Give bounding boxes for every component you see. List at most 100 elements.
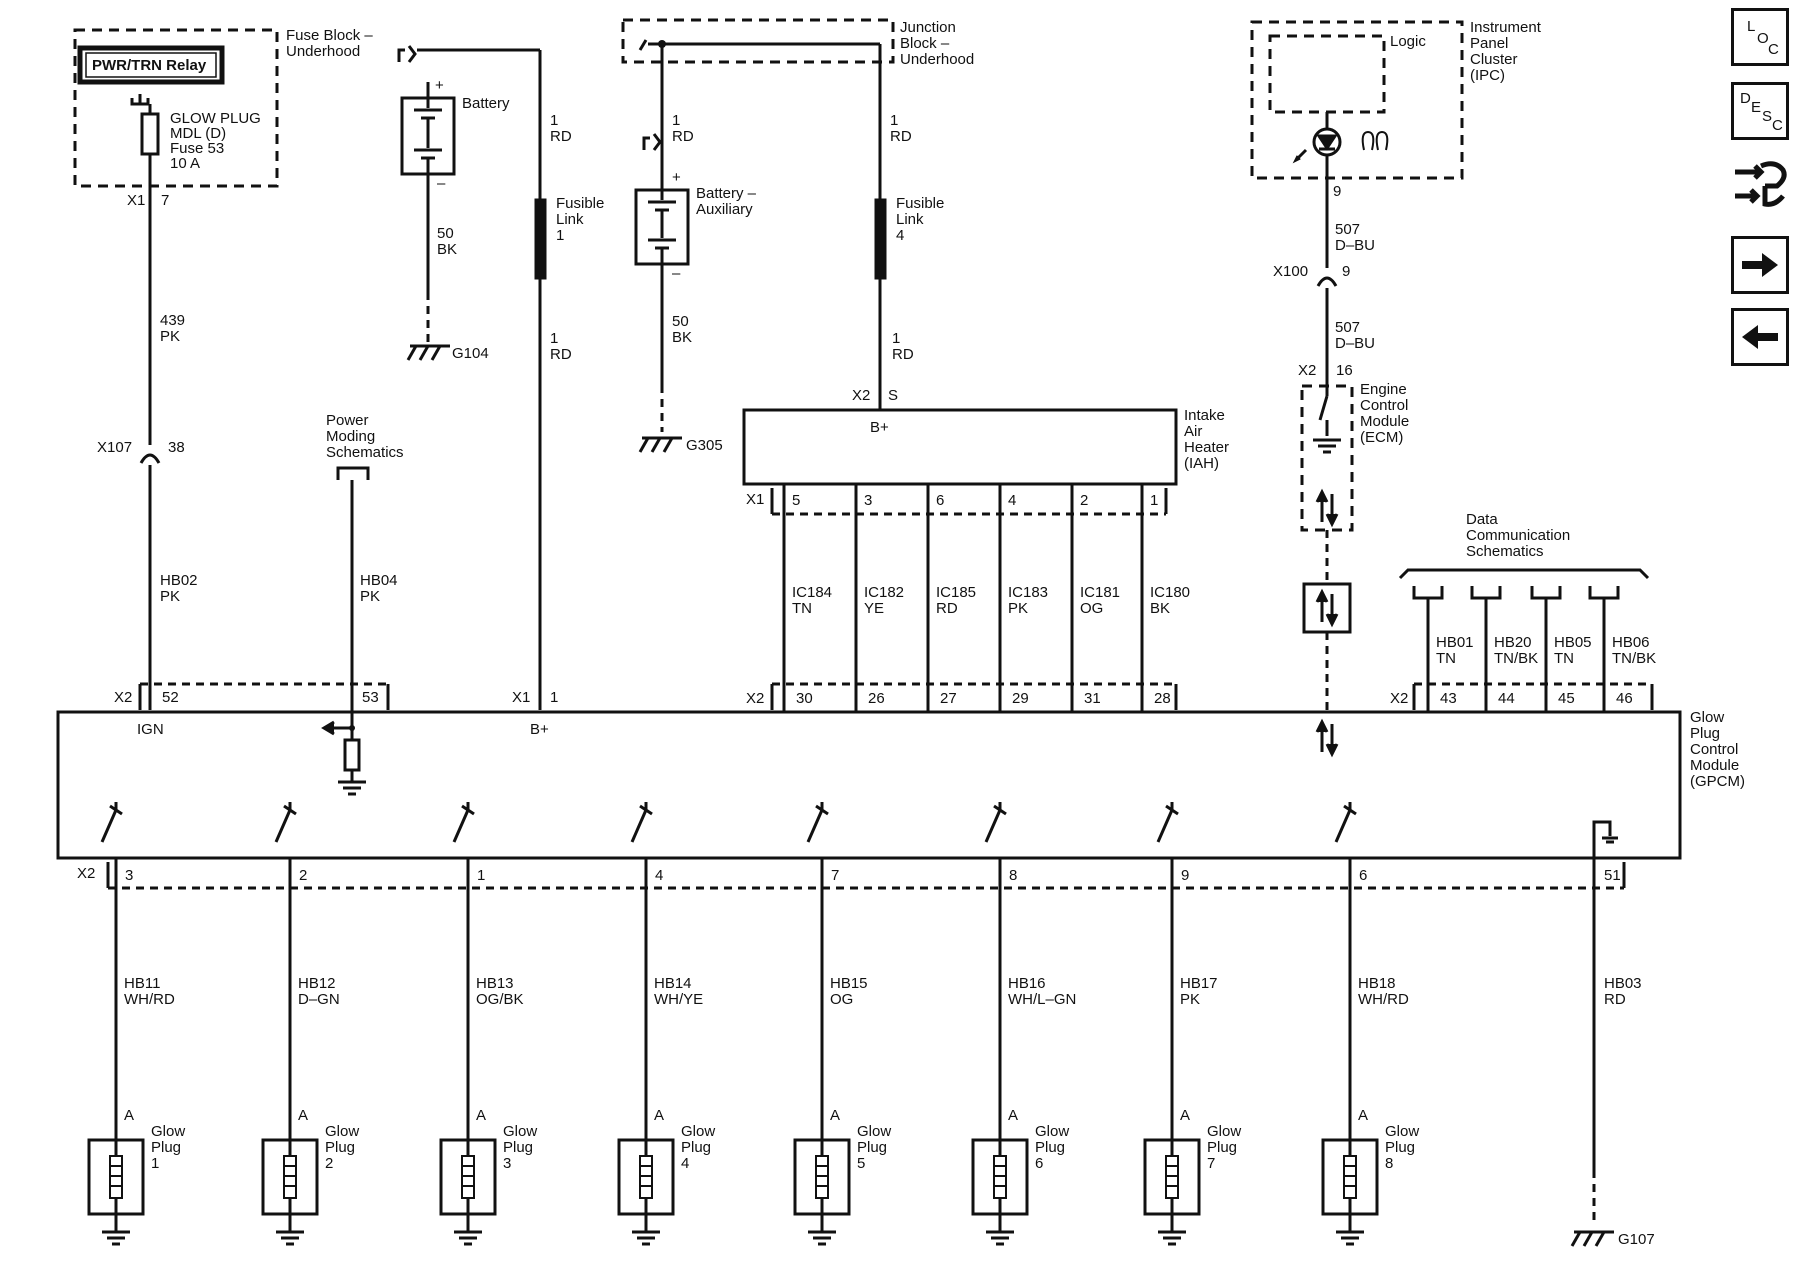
glow-plug-label-3-line-2: Plug bbox=[503, 1139, 533, 1156]
junction-block-title-line-3: Underhood bbox=[900, 51, 974, 68]
gpcm-switch-4-blade bbox=[630, 809, 648, 843]
fuse-block-boundary bbox=[73, 28, 279, 188]
next-page-button[interactable] bbox=[1731, 236, 1789, 294]
g305-ground-tick1 bbox=[638, 437, 650, 453]
aux-wire-top-label-line-1: 1 bbox=[672, 112, 680, 129]
fusible-link-4-label-line-3: 4 bbox=[896, 227, 904, 244]
data-comm-title-line-1: Data bbox=[1466, 511, 1498, 528]
data-comm-connector-4 bbox=[1588, 586, 1620, 600]
gpcm-glow-pin-1: 3 bbox=[125, 867, 133, 884]
ecm-title-line-1: Engine bbox=[1360, 381, 1407, 398]
gpcm-switch-3-blade bbox=[452, 809, 470, 843]
glow-plug-wire-label-1-line-2: WH/RD bbox=[124, 991, 175, 1008]
relay-inner bbox=[85, 52, 217, 78]
wire-439-label-line-2: PK bbox=[160, 328, 180, 345]
data-comm-wire-label-3-line-2: TN bbox=[1554, 650, 1574, 667]
glow-plug-label-2-line-1: Glow bbox=[325, 1123, 359, 1140]
iah-pin-2: 3 bbox=[864, 492, 872, 509]
description-button[interactable]: D E S C bbox=[1731, 82, 1789, 140]
battery-aux-label-line-2: Auxiliary bbox=[696, 201, 753, 218]
power-moding-pin-53: 53 bbox=[362, 689, 379, 706]
iah-title-line-2: Air bbox=[1184, 423, 1202, 440]
gpcm-switch-6-top bbox=[993, 804, 1007, 816]
gpcm-iah-pin-1: 30 bbox=[796, 690, 813, 707]
battery-label: Battery bbox=[462, 95, 510, 112]
ecm-data-arrows-down-head bbox=[1325, 513, 1339, 528]
iah-b-plus-label: B+ bbox=[870, 419, 889, 436]
gpcm-switch-3-top bbox=[461, 804, 475, 816]
gpcm-switch-8-blade bbox=[1334, 809, 1352, 843]
gpcm-glow-pin-5: 7 bbox=[831, 867, 839, 884]
iah-x1-connector: X1 bbox=[746, 491, 764, 508]
g107-ground-tick3 bbox=[1594, 1231, 1606, 1247]
loc-letter-c: C bbox=[1768, 41, 1779, 58]
ipc-wire-bottom-label-line-2: D–BU bbox=[1335, 335, 1375, 352]
x100-pin: 9 bbox=[1342, 263, 1350, 280]
gpcm-iah-pin-4: 29 bbox=[1012, 690, 1029, 707]
aux-wire-top-label-line-2: RD bbox=[672, 128, 694, 145]
gpcm-switch-6-blade bbox=[984, 809, 1002, 843]
gpcm-switch-2-blade bbox=[274, 809, 292, 843]
glow-plug-label-3-line-1: Glow bbox=[503, 1123, 537, 1140]
x2-52-connector-label: X2 bbox=[114, 689, 132, 706]
glow-plug-label-5-line-3: 5 bbox=[857, 1155, 865, 1172]
data-link-arrows-down-head bbox=[1325, 613, 1339, 628]
gpcm-title-line-2: Plug bbox=[1690, 725, 1720, 742]
battery-break-a bbox=[397, 48, 405, 62]
data-comm-pin-3: 45 bbox=[1558, 690, 1575, 707]
iah-x2-pin: S bbox=[888, 387, 898, 404]
glow-plug-label-1-line-2: Plug bbox=[151, 1139, 181, 1156]
glow-plug-label-8-line-2: Plug bbox=[1385, 1139, 1415, 1156]
glow-plug-label-7-line-2: Plug bbox=[1207, 1139, 1237, 1156]
relay-label: PWR/TRN Relay bbox=[92, 57, 207, 74]
gpcm-data-arrows-up-head bbox=[1315, 718, 1329, 733]
gpcm-switch-8-top bbox=[1343, 804, 1357, 816]
iah-wire-label-1-line-1: IC184 bbox=[792, 584, 832, 601]
g104-ground-tick3 bbox=[430, 345, 442, 361]
arrow-right-icon bbox=[1742, 253, 1778, 277]
fl4-wire-bottom-label-line-2: RD bbox=[892, 346, 914, 363]
glow-plug-wire-label-3-line-1: HB13 bbox=[476, 975, 514, 992]
pm-internal-arrow bbox=[321, 720, 352, 736]
glow-plug-wire-label-4-line-1: HB14 bbox=[654, 975, 692, 992]
location-button[interactable]: L O C bbox=[1731, 8, 1789, 66]
ecm-data-arrows-up-head bbox=[1315, 488, 1329, 503]
relay-outline bbox=[77, 45, 225, 85]
glow-plug-wire-label-7-line-2: PK bbox=[1180, 991, 1200, 1008]
glow-plug-label-6-line-3: 6 bbox=[1035, 1155, 1043, 1172]
power-moding-connector bbox=[336, 466, 370, 480]
gpcm-glow-pin-2: 2 bbox=[299, 867, 307, 884]
glow-plug-wire-label-8-line-2: WH/RD bbox=[1358, 991, 1409, 1008]
ipc-wire-top-label-line-1: 507 bbox=[1335, 221, 1360, 238]
glow-plug-terminal-2: A bbox=[298, 1107, 308, 1124]
gpcm-glow-pin-3: 1 bbox=[477, 867, 485, 884]
previous-page-button[interactable] bbox=[1731, 308, 1789, 366]
gpcm-title-line-4: Module bbox=[1690, 757, 1739, 774]
fuse-text-line-4: 10 A bbox=[170, 155, 200, 172]
data-comm-bracket bbox=[1398, 568, 1650, 580]
glow-plug-label-2-line-2: Plug bbox=[325, 1139, 355, 1156]
x100-label: X100 bbox=[1273, 263, 1308, 280]
gpcm-iah-pin-6: 28 bbox=[1154, 690, 1171, 707]
ipc-led-ray bbox=[1292, 148, 1308, 164]
x1-pin: 1 bbox=[550, 689, 558, 706]
wire-hb04-label-line-1: HB04 bbox=[360, 572, 398, 589]
fuse-block-title-line-2: Underhood bbox=[286, 43, 360, 60]
wrench-connector-icon bbox=[1735, 161, 1787, 207]
repair-tools-button[interactable] bbox=[1731, 156, 1789, 214]
data-comm-wire-label-2-line-2: TN/BK bbox=[1494, 650, 1538, 667]
iah-wire-label-5-line-2: OG bbox=[1080, 600, 1103, 617]
data-link-box bbox=[1302, 582, 1352, 634]
junction-block-title-line-2: Block – bbox=[900, 35, 950, 52]
fl4-wire-bottom-label-line-1: 1 bbox=[892, 330, 900, 347]
ecm-title-line-3: Module bbox=[1360, 413, 1409, 430]
pm-internal-resistor bbox=[343, 738, 361, 772]
data-comm-connector-1 bbox=[1412, 586, 1444, 600]
glow-plug-terminal-1: A bbox=[124, 1107, 134, 1124]
relay-contact bbox=[130, 94, 150, 106]
b-plus-pin-label: B+ bbox=[530, 721, 549, 738]
iah-title-line-4: (IAH) bbox=[1184, 455, 1219, 472]
data-comm-x2-connector: X2 bbox=[1390, 690, 1408, 707]
gpcm-switch-4-top bbox=[639, 804, 653, 816]
gpcm-glow-pin-7: 9 bbox=[1181, 867, 1189, 884]
